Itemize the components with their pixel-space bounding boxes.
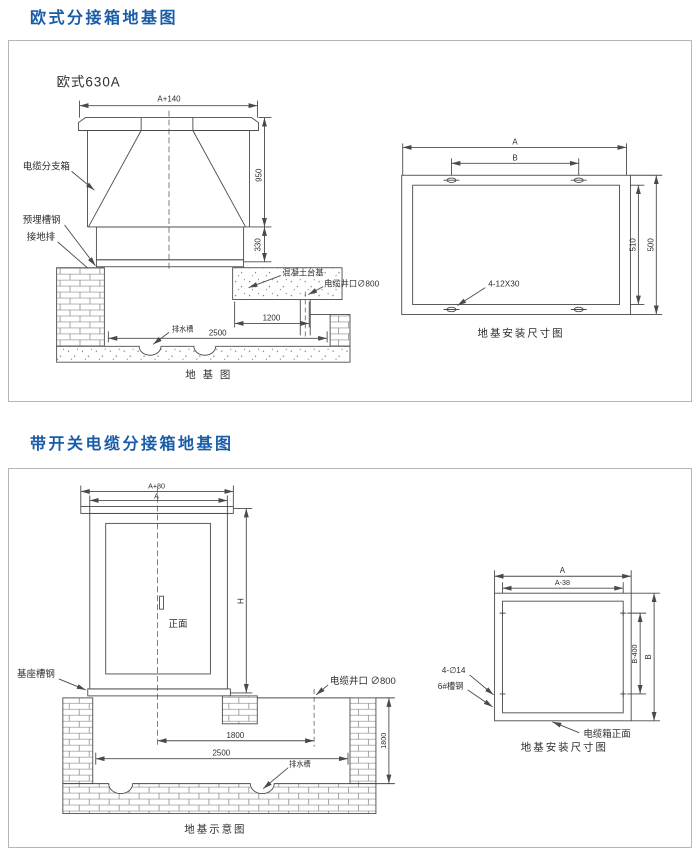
s2-label-base-channel: 基座槽钢 (17, 668, 55, 680)
s2-label-drain: 排水槽 (289, 760, 310, 769)
s1-elevation-caption: 地 基 图 (185, 368, 232, 381)
s2-plan-front-label: 电缆箱正面 (583, 728, 630, 740)
s1-dim-2500: 2500 (209, 328, 227, 337)
s1-dim-top: A+140 (157, 95, 181, 104)
s1-plan-caption: 地基安装尺寸图 (478, 326, 565, 339)
s2-dim-h: H (236, 598, 245, 604)
s1-dim-950: 950 (254, 168, 263, 182)
s2-plan-dim-a: A (560, 566, 566, 575)
s2-dim-a: A (154, 492, 159, 500)
s2-dim-2500: 2500 (213, 749, 231, 758)
s2-front-label: 正面 (169, 619, 188, 630)
s1-plan-texts: A B 4-12X30 510 500 地基安装尺寸图 (478, 137, 656, 339)
s2-plan-dim-b400: B-400 (631, 644, 639, 663)
s1-dim-1200: 1200 (263, 313, 281, 322)
s2-plan-texts: A A-38 4-∅14 6#槽钢 B-400 B 电缆箱正面 地基安装尺寸图 (438, 566, 653, 753)
s1-plan-dim-a: A (512, 137, 518, 146)
section2-title: 带开关电缆分接箱地基图 (30, 436, 234, 453)
s1-label-concrete-base: 混凝土台基 (282, 268, 323, 278)
s1-label-embedded-channel: 预埋槽钢 (23, 214, 61, 226)
diagram-panel-2: A+80 A 正面 H 基座槽钢 电缆井口 ∅800 1800 2500 排水槽… (8, 468, 692, 848)
s2-bolt-hole-icons (499, 610, 627, 697)
s1-label-drain: 排水槽 (172, 324, 193, 333)
s2-plan-view (467, 570, 661, 734)
s1-bolt-slot-icons (443, 177, 587, 313)
diagram-panel-1: 欧式630A A+140 950 330 电缆分支箱 预埋槽钢 接地排 混凝土台… (8, 40, 692, 402)
section1-title: 欧式分接箱地基图 (30, 10, 179, 27)
s2-elevation-view (58, 485, 395, 814)
s2-plan-dim-a38: A-38 (555, 579, 570, 587)
s2-plan-caption: 地基安装尺寸图 (521, 741, 608, 754)
s1-elevation-view (56, 100, 351, 363)
s1-model-label: 欧式630A (57, 75, 121, 90)
s1-label-cable-branch-box: 电缆分支箱 (23, 160, 70, 172)
s2-plan-bolt-label: 4-∅14 (442, 666, 466, 675)
s1-plan-dim-510: 510 (628, 238, 637, 252)
s1-elevation-texts: 欧式630A A+140 950 330 电缆分支箱 预埋槽钢 接地排 混凝土台… (23, 75, 380, 381)
s1-plan-dim-b: B (512, 153, 517, 162)
section1-drawing: 欧式630A A+140 950 330 电缆分支箱 预埋槽钢 接地排 混凝土台… (23, 75, 663, 381)
s2-plan-dim-b: B (644, 654, 653, 659)
s2-elevation-caption: 地基示意图 (184, 822, 246, 835)
s2-dim-a80: A+80 (148, 482, 165, 490)
section2-drawing: A+80 A 正面 H 基座槽钢 电缆井口 ∅800 1800 2500 排水槽… (17, 482, 661, 835)
s2-label-cable-well: 电缆井口 ∅800 (330, 675, 396, 687)
s2-dim-1800: 1800 (226, 731, 244, 740)
s1-label-cable-well: 电缆井口∅800 (324, 279, 379, 289)
s1-dim-330: 330 (253, 238, 262, 252)
s2-elevation-texts: A+80 A 正面 H 基座槽钢 电缆井口 ∅800 1800 2500 排水槽… (17, 482, 396, 835)
s1-label-ground-bar: 接地排 (27, 231, 56, 243)
s1-plan-dim-500: 500 (646, 238, 655, 252)
s2-dim-depth-1800: 1800 (380, 733, 388, 749)
s2-plan-channel-label: 6#槽钢 (438, 681, 464, 691)
s1-plan-slot-label: 4-12X30 (488, 280, 520, 289)
s1-plan-view (401, 143, 663, 315)
